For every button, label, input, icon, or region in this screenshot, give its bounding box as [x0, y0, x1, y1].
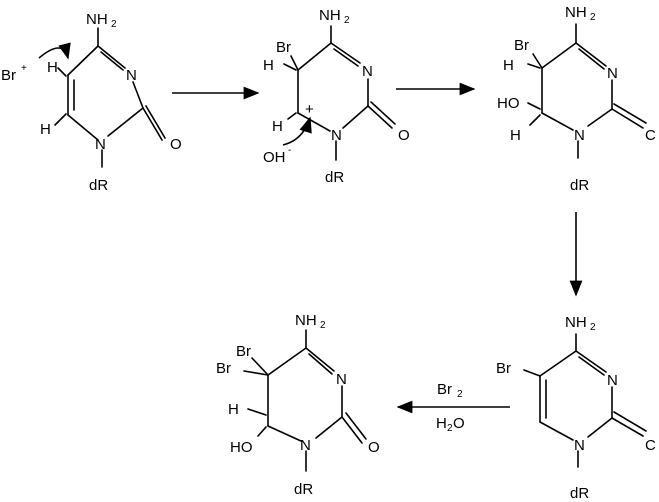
- bromination-step: Br 2 H 2 O: [396, 381, 510, 434]
- carbonyl-oxygen-label: O: [170, 136, 182, 153]
- carbocation-charge: +: [305, 101, 314, 118]
- hydroxide-charge: -: [288, 145, 291, 156]
- amino-nh-label: NH: [565, 4, 587, 21]
- amino-nh-label: NH: [295, 312, 317, 329]
- bromine-label: Br: [496, 360, 511, 377]
- amino-subscript: 2: [320, 320, 326, 331]
- amino-subscript: 2: [111, 19, 117, 30]
- hydrogen-label: H: [47, 59, 58, 76]
- ring-nitrogen-label: N: [336, 371, 347, 388]
- ring-nitrogen-label: N: [362, 63, 373, 80]
- carbonyl-oxygen-label: O: [398, 127, 410, 144]
- ring-nitrogen-label: N: [607, 372, 618, 389]
- reagent-bromine-subscript: 2: [457, 389, 463, 400]
- molecule-carbocation-intermediate: NH 2 N N O dR Br H H + OH -: [263, 7, 410, 186]
- hydroxyl-label: HO: [497, 95, 520, 112]
- ring-nitrogen-label: N: [607, 65, 618, 82]
- ring-nitrogen-label: N: [126, 67, 137, 84]
- hydroxyl-label: HO: [230, 439, 253, 456]
- hydrogen-label: H: [263, 57, 274, 74]
- reagent-water-h: H: [436, 415, 447, 432]
- molecule-bromohydrin: NH 2 N N C dR Br H HO H: [497, 4, 656, 194]
- bromine-label: Br: [216, 360, 231, 377]
- bromonium-reagent-label: Br: [1, 67, 16, 84]
- bromine-label: Br: [514, 37, 529, 54]
- carbonyl-oxygen-label-clipped: C: [645, 127, 656, 144]
- molecule-cytosine: NH 2 N N O dR H H Br +: [1, 11, 182, 194]
- molecule-5-bromocytosine: NH 2 N N C dR Br: [496, 314, 656, 502]
- reagent-bromine: Br: [437, 381, 452, 398]
- ring-nitrogen-label: N: [300, 437, 311, 454]
- ring-nitrogen-label: N: [331, 127, 342, 144]
- hydroxide-label: OH: [263, 149, 286, 166]
- amino-nh-label: NH: [565, 314, 587, 331]
- bromonium-charge: +: [21, 63, 27, 74]
- molecule-dibromohydrin: NH 2 N N O dR Br Br H HO: [216, 312, 380, 498]
- reagent-water-o: O: [453, 415, 465, 432]
- amino-nh-label: NH: [86, 11, 108, 28]
- ring-nitrogen-label: N: [574, 127, 585, 144]
- amino-nh-label: NH: [319, 7, 341, 24]
- carbonyl-oxygen-label: O: [368, 439, 380, 456]
- bromine-label: Br: [236, 343, 251, 360]
- hydrogen-label: H: [40, 121, 51, 138]
- deoxyribose-label: dR: [89, 177, 108, 194]
- deoxyribose-label: dR: [294, 481, 313, 498]
- hydrogen-label: H: [510, 127, 521, 144]
- carbonyl-oxygen-label-clipped: C: [645, 437, 656, 454]
- hydrogen-label: H: [503, 57, 514, 74]
- amino-subscript: 2: [590, 322, 596, 333]
- hydrogen-label: H: [228, 401, 239, 418]
- deoxyribose-label: dR: [325, 169, 344, 186]
- amino-subscript: 2: [344, 15, 350, 26]
- amino-subscript: 2: [590, 12, 596, 23]
- hydrogen-label: H: [272, 118, 283, 135]
- bromine-label: Br: [276, 39, 291, 56]
- deoxyribose-label: dR: [570, 177, 589, 194]
- deoxyribose-label: dR: [570, 485, 589, 502]
- ring-nitrogen-label: N: [574, 437, 585, 454]
- ring-nitrogen-label: N: [95, 136, 106, 153]
- reagent-water-subscript: 2: [447, 423, 453, 434]
